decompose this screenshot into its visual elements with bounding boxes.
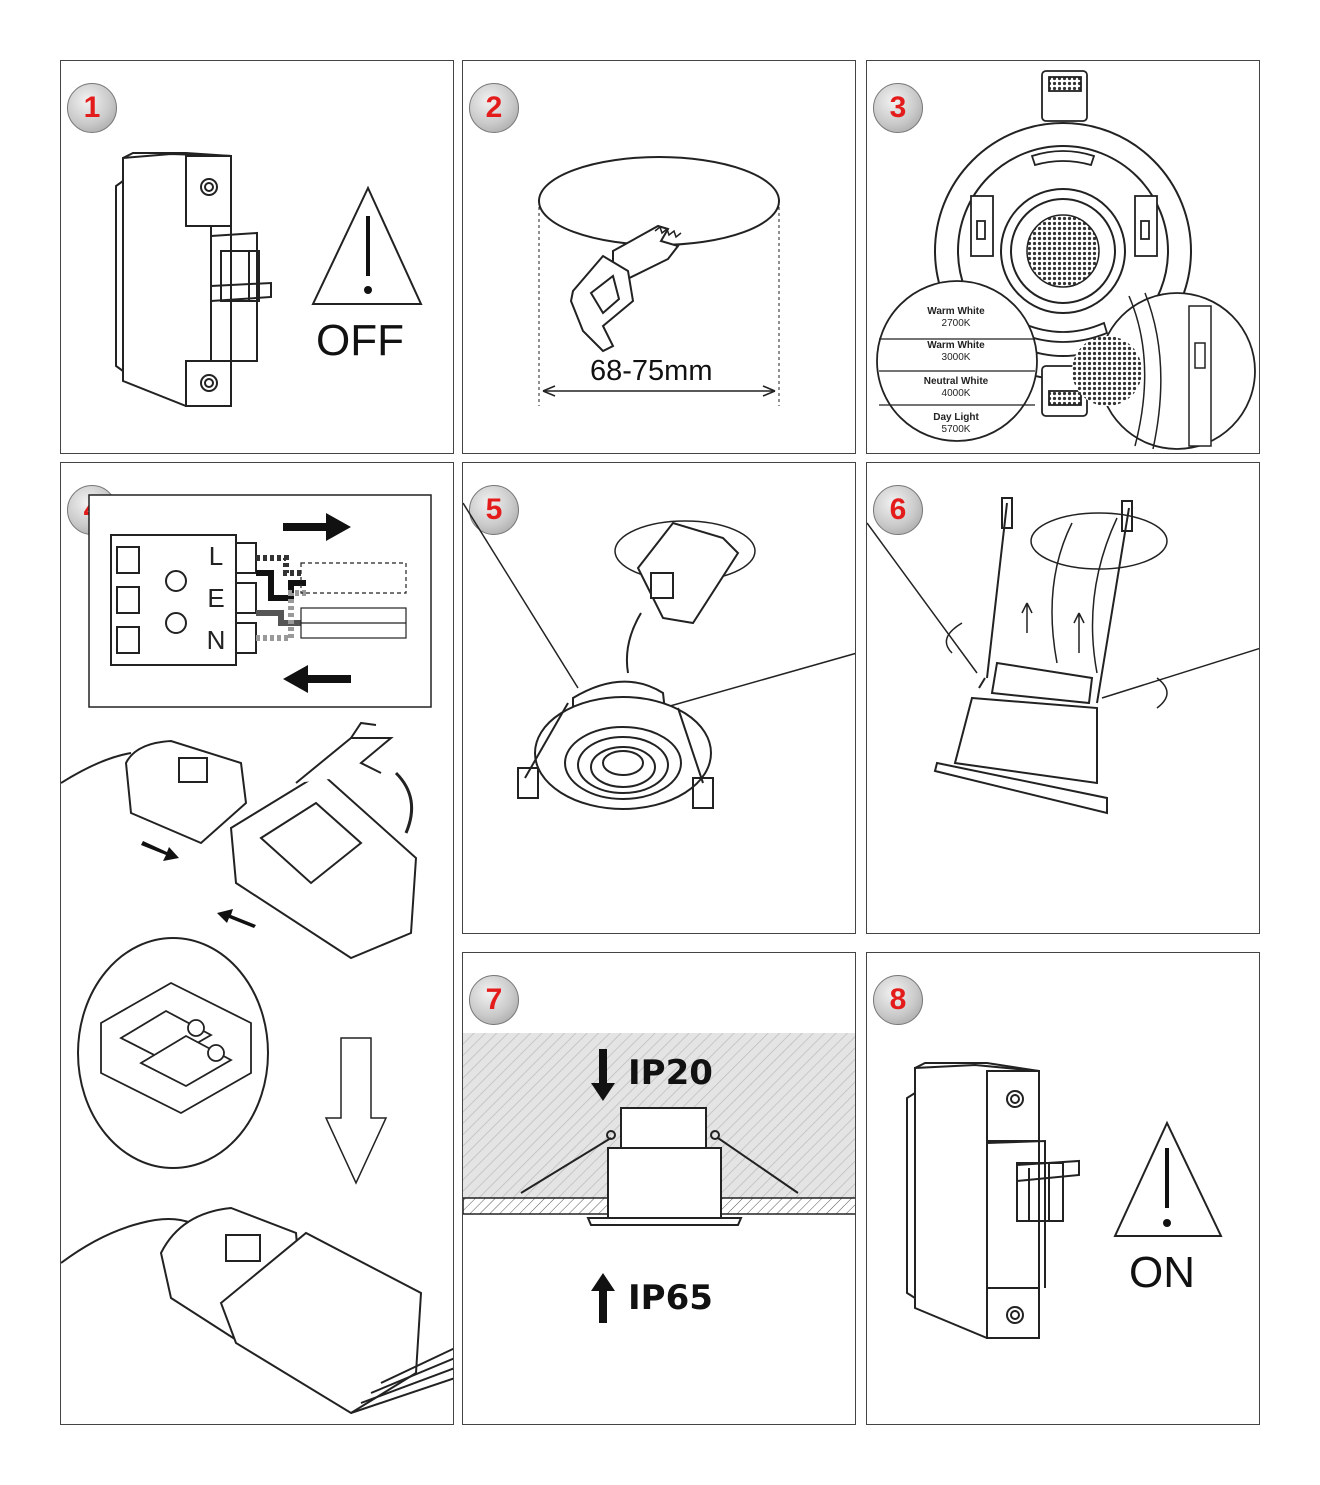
ip65-rating-label: IP65 <box>628 1278 713 1318</box>
downlight-with-driver-illustration <box>463 502 855 810</box>
warning-dot-icon <box>364 286 372 294</box>
color-temp-selector-zoom <box>876 280 1038 442</box>
step-8-badge: 8 <box>873 975 923 1025</box>
step-6-panel: 6 <box>866 462 1260 934</box>
ceiling-cutout-saw-illustration <box>538 156 780 406</box>
step-7-panel: 7 IP20 IP65 <box>462 952 856 1425</box>
insert-arrow-icon <box>141 841 179 861</box>
saw-icon <box>569 224 680 353</box>
arrow-right-icon <box>283 513 351 541</box>
cutout-dimension-label: 68-75mm <box>590 355 713 387</box>
step-1-panel: 1 OFF <box>60 60 454 454</box>
ip20-rating-label: IP20 <box>628 1053 713 1093</box>
step-3-panel: 3 <box>866 60 1260 454</box>
step-3-badge: 3 <box>873 83 923 133</box>
ip-rating-cross-section-illustration <box>463 1033 855 1323</box>
step-2-badge: 2 <box>469 83 519 133</box>
step-5-panel: 5 <box>462 462 856 934</box>
arrow-left-icon <box>283 665 351 693</box>
step-1-badge: 1 <box>67 83 117 133</box>
terminal-l-letter: L <box>209 541 223 571</box>
warning-dot-icon-on <box>1163 1219 1171 1227</box>
arrow-up-icon <box>591 1273 615 1323</box>
step-8-panel: 8 ON <box>866 952 1260 1425</box>
circuit-breaker-off-illustration <box>115 152 423 407</box>
step-7-badge: 7 <box>469 975 519 1025</box>
step-2-panel: 2 68-75mm <box>462 60 856 454</box>
terminal-e-letter: E <box>207 583 224 613</box>
wiring-connector-illustration: L E N <box>61 494 453 1415</box>
insert-arrow-icon-2 <box>217 909 256 928</box>
step-1-label: OFF <box>316 316 404 365</box>
terminal-n-letter: N <box>207 625 226 655</box>
step-8-label: ON <box>1129 1248 1195 1297</box>
down-arrow-icon <box>324 1037 388 1185</box>
arrow-down-icon <box>591 1049 615 1101</box>
led-mesh-icon <box>1026 214 1100 288</box>
step-4-panel: 4 L E N <box>60 462 454 1425</box>
circuit-breaker-on-illustration <box>906 1062 1223 1339</box>
spring-clip-installation-illustration <box>867 497 1259 815</box>
step-6-badge: 6 <box>873 485 923 535</box>
driver-terminal-icon <box>650 572 674 599</box>
downlight-rear-view-illustration <box>876 70 1256 450</box>
